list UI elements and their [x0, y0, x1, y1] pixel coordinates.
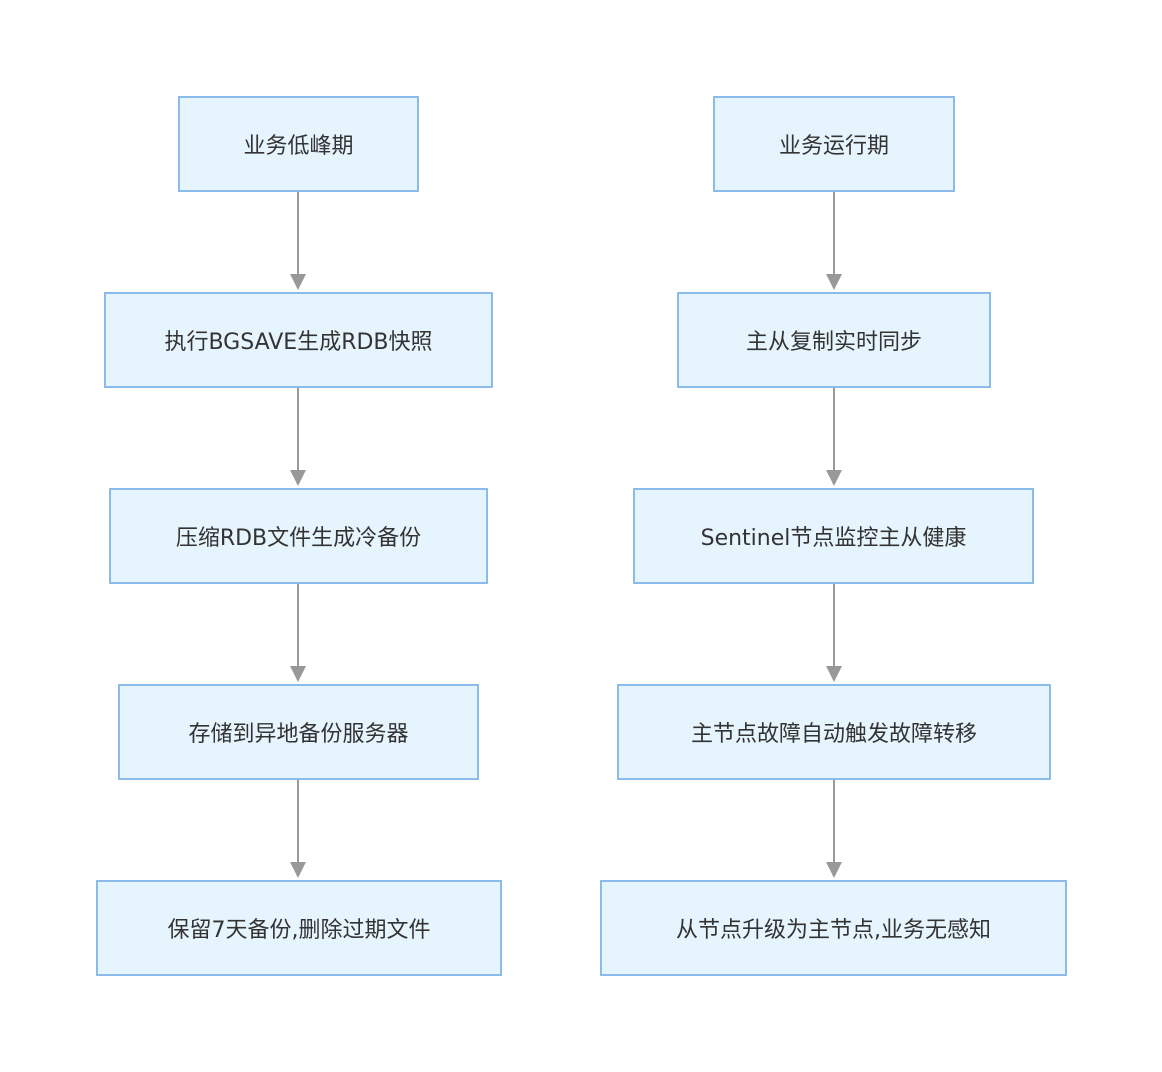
- node-failover-label: 主节点故障自动触发故障转移: [690, 722, 977, 747]
- node-compress: 压缩RDB文件生成冷备份: [109, 488, 488, 584]
- node-runtime-label: 业务运行期: [778, 134, 889, 159]
- node-offsite-storage: 存储到异地备份服务器: [118, 684, 479, 780]
- node-off-peak: 业务低峰期: [178, 96, 419, 192]
- node-off-peak-label: 业务低峰期: [243, 134, 354, 159]
- node-retention-label: 保留7天备份,删除过期文件: [167, 918, 431, 943]
- node-compress-label: 压缩RDB文件生成冷备份: [175, 526, 422, 551]
- node-retention: 保留7天备份,删除过期文件: [96, 880, 502, 976]
- node-bgsave: 执行BGSAVE生成RDB快照: [104, 292, 493, 388]
- node-replication: 主从复制实时同步: [677, 292, 991, 388]
- node-runtime: 业务运行期: [713, 96, 955, 192]
- node-sentinel: Sentinel节点监控主从健康: [633, 488, 1034, 584]
- node-failover: 主节点故障自动触发故障转移: [617, 684, 1051, 780]
- node-promotion: 从节点升级为主节点,业务无感知: [600, 880, 1067, 976]
- node-sentinel-label: Sentinel节点监控主从健康: [700, 526, 967, 551]
- node-offsite-storage-label: 存储到异地备份服务器: [188, 722, 409, 747]
- node-promotion-label: 从节点升级为主节点,业务无感知: [676, 918, 991, 943]
- node-replication-label: 主从复制实时同步: [745, 330, 922, 355]
- node-bgsave-label: 执行BGSAVE生成RDB快照: [164, 330, 433, 355]
